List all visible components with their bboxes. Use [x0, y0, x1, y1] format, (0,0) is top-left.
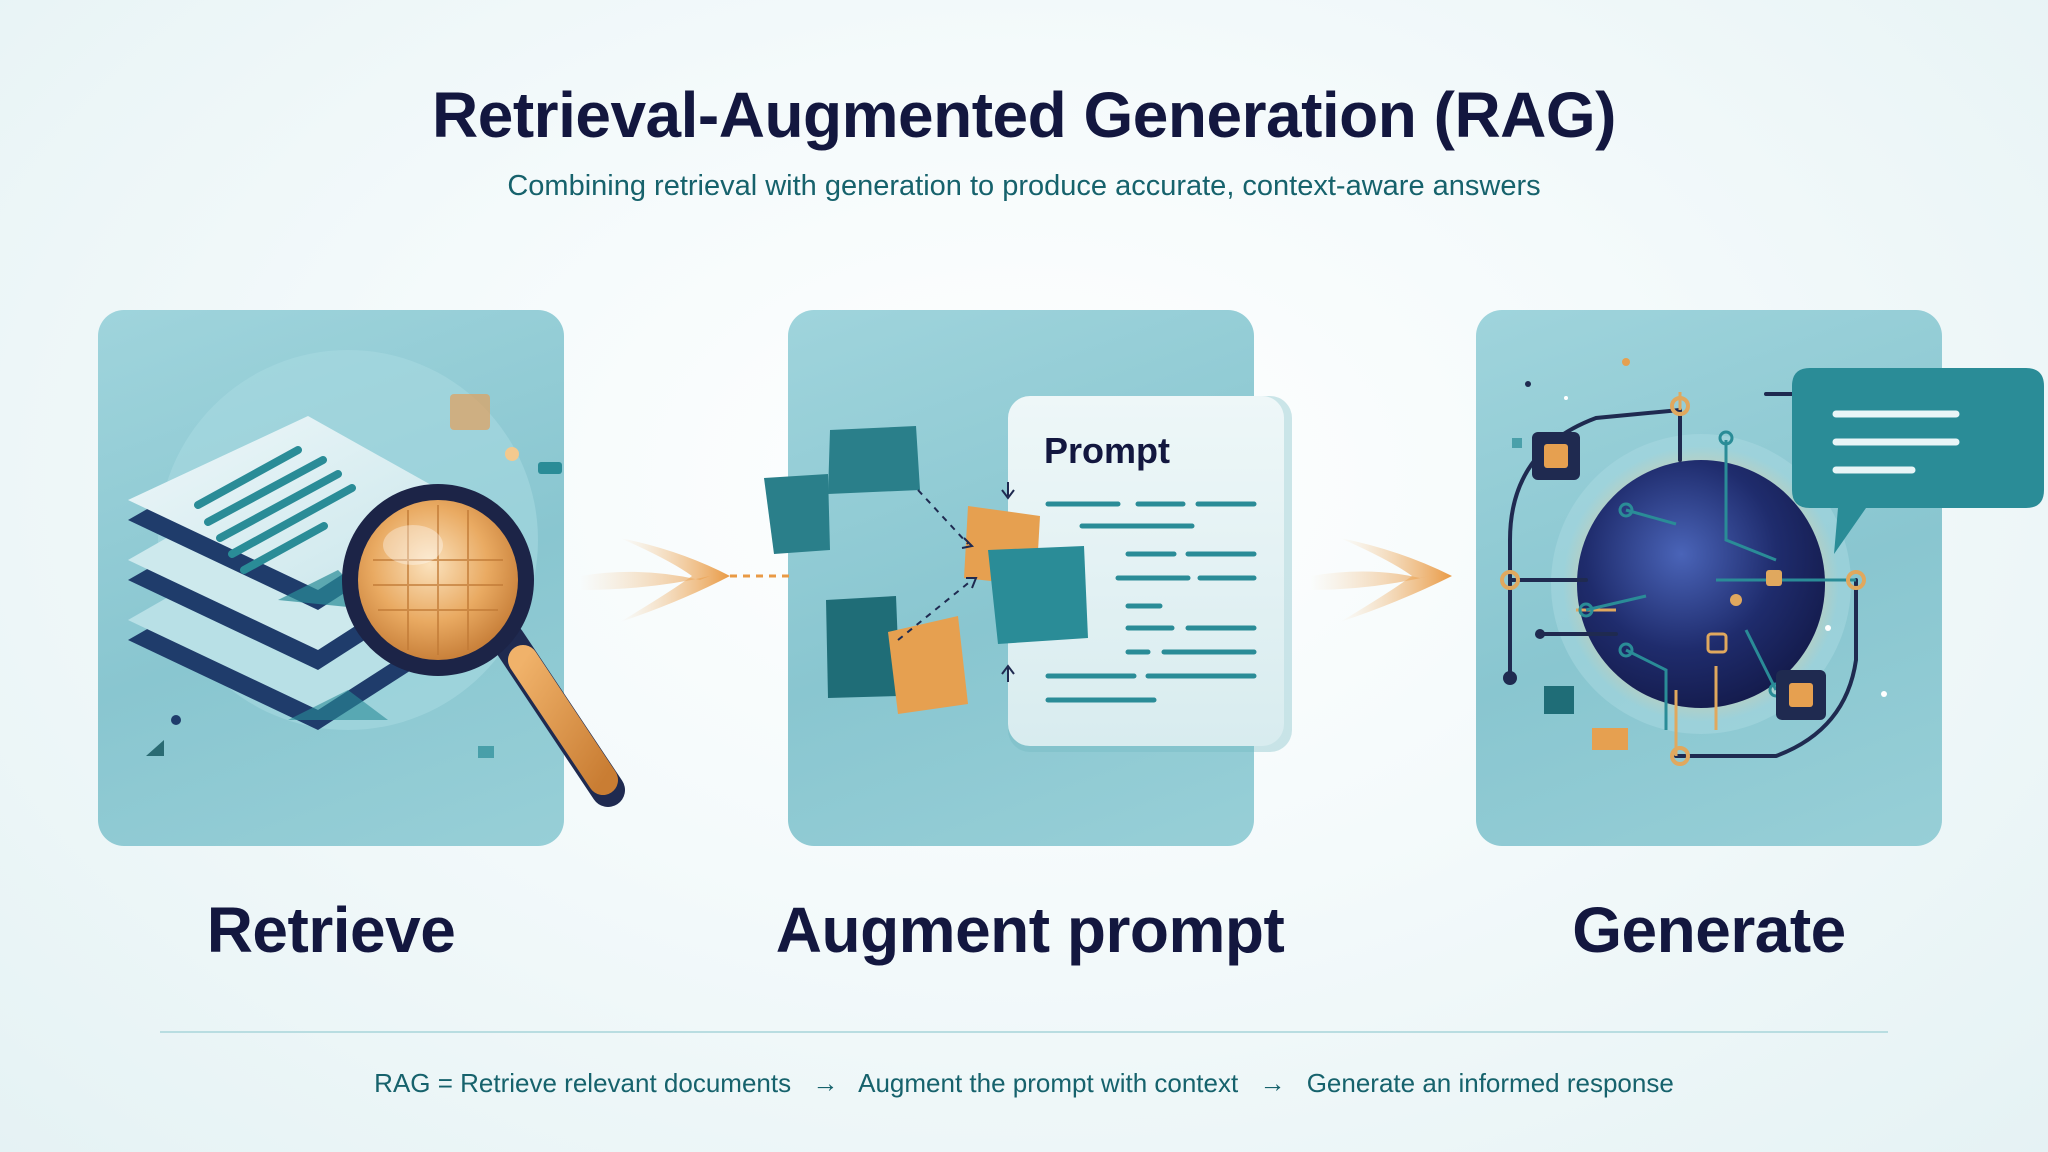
step-label-retrieve: Retrieve [206, 894, 456, 966]
page-subtitle: Combining retrieval with generation to p… [507, 170, 1541, 202]
page-title: Retrieval-Augmented Generation (RAG) [432, 79, 1616, 151]
prompt-card-icon [764, 396, 1292, 752]
flow-arrow-2 [1310, 538, 1452, 622]
footer-arrow-2: → [1259, 1068, 1286, 1098]
footer-augment-text: Augment the prompt with context [858, 1068, 1239, 1098]
prompt-card-title: Prompt [1044, 430, 1170, 471]
retrieve-panel [98, 310, 625, 846]
footer-generate-text: Generate an informed response [1306, 1068, 1674, 1098]
neural-globe-icon [1500, 358, 2044, 766]
flow-arrow-1 [580, 538, 792, 622]
magnifier-documents-icon [128, 350, 625, 807]
augment-panel: Prompt [764, 310, 1292, 846]
footer-arrow-1: → [812, 1068, 839, 1098]
step-label-generate: Generate [1572, 894, 1846, 966]
generate-panel [1476, 310, 2044, 846]
footer-summary: RAG = Retrieve relevant documents → Augm… [0, 1068, 2048, 1099]
footer-divider [160, 1031, 1888, 1033]
footer-retrieve-text: RAG = Retrieve relevant documents [374, 1068, 792, 1098]
step-label-augment-prompt: Augment prompt [775, 894, 1285, 966]
